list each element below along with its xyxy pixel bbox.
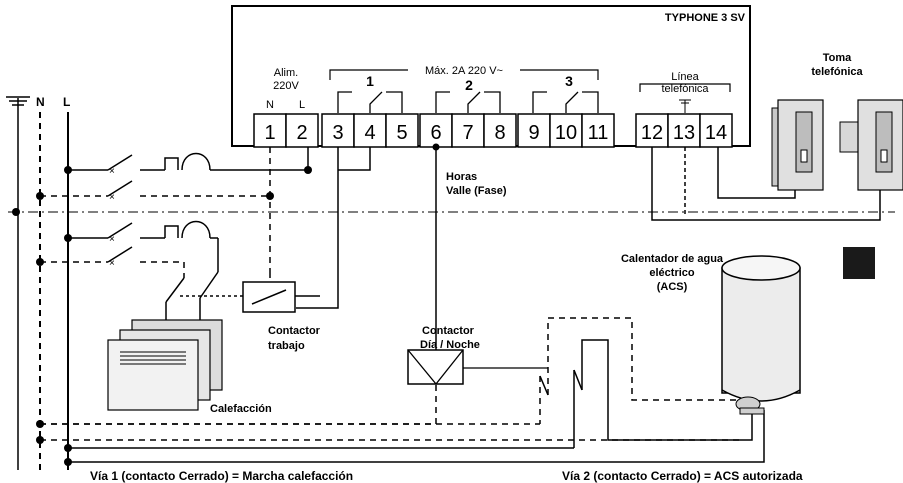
contactor-dia-diag [407, 349, 464, 386]
via2-label: Vía 2 (contacto Cerrado) = ACS autorizad… [562, 469, 803, 483]
linea-label: Línea [671, 71, 699, 83]
supply-l-label: L [63, 95, 70, 109]
terminal-label-11: 11 [588, 122, 609, 144]
alim-voltage: 220V [273, 80, 299, 92]
terminal-14 [699, 113, 733, 148]
radiator-stack [107, 319, 223, 411]
alim-n: N [266, 99, 274, 111]
breaker-lower-mark: × [109, 234, 115, 245]
terminal-label-3: 3 [332, 122, 343, 144]
breaker-lower [40, 220, 219, 278]
contactor-dia-coil [407, 349, 464, 385]
junction-dot [64, 444, 72, 452]
line-ground-icon [679, 99, 691, 113]
supply-n-label: N [36, 95, 45, 109]
contactor-dia-contacts [539, 317, 753, 448]
junction-dot [36, 436, 44, 444]
relay-3-contact [532, 91, 599, 113]
calentador-label-3: (ACS) [657, 281, 688, 293]
relay-3-number: 3 [565, 73, 573, 89]
horas-valle-2: Valle (Fase) [446, 185, 507, 197]
toma-label-2: telefónica [811, 66, 863, 78]
terminal-label-9: 9 [528, 122, 539, 144]
terminal-label-8: 8 [494, 122, 505, 144]
device-title: TYPHONE 3 SV [665, 12, 746, 24]
terminal-6 [419, 113, 453, 148]
terminal-label-6: 6 [430, 122, 441, 144]
junction-dot [12, 208, 20, 216]
max-label-bg [408, 62, 520, 76]
phone-socket-left [771, 99, 824, 191]
contactor-trabajo-label-1: Contactor [268, 325, 321, 337]
toma-label-1: Toma [823, 52, 852, 64]
junction-dot [36, 192, 44, 200]
calefaccion-label: Calefacción [210, 403, 272, 415]
terminal-label-5: 5 [396, 122, 407, 144]
max-label: Máx. 2A 220 V~ [425, 65, 503, 77]
indicator-square [843, 247, 875, 279]
junction-dot [64, 234, 72, 242]
junction-dot [36, 258, 44, 266]
terminal-label-4: 4 [364, 122, 375, 144]
terminal-10 [549, 113, 583, 148]
terminal-label-10: 10 [555, 122, 577, 144]
terminal-11 [581, 113, 615, 148]
contactor-trabajo-label-2: trabajo [268, 340, 305, 352]
calentador-label-2: eléctrico [649, 267, 695, 279]
telefonica-label: telefónica [661, 83, 709, 95]
junction-dot [36, 420, 44, 428]
relay-2-number: 2 [465, 77, 473, 93]
breaker-lower-mark-n: × [109, 258, 115, 269]
breaker-upper-mark: × [109, 166, 115, 177]
contactor-dia-label-1: Contactor [422, 325, 475, 337]
alim-l: L [299, 99, 305, 111]
contactor-trabajo-diag [251, 289, 287, 305]
relay-1-number: 1 [366, 73, 374, 89]
breaker-upper-mark-n: × [109, 192, 115, 203]
terminal-7 [451, 113, 485, 148]
terminal-8 [483, 113, 517, 148]
relay-2-contact [435, 91, 501, 113]
water-heater [721, 255, 801, 415]
contactor-trabajo-contacts [165, 271, 320, 320]
terminal-2 [285, 113, 319, 148]
terminal-4 [353, 113, 387, 148]
terminal-wiring [269, 147, 437, 350]
calentador-label-1: Calentador de agua [621, 253, 724, 265]
terminal-label-1: 1 [264, 122, 275, 144]
terminal-5 [385, 113, 419, 148]
phone-wiring [651, 147, 881, 221]
terminal-label-12: 12 [641, 122, 663, 144]
via1-label: Vía 1 (contacto Cerrado) = Marcha calefa… [90, 469, 353, 483]
horas-valle-1: Horas [446, 171, 477, 183]
junction-dot [432, 143, 440, 151]
junction-dot [64, 458, 72, 466]
terminal-label-2: 2 [296, 122, 307, 144]
alim-label: Alim. [274, 67, 298, 79]
junction-dot [64, 166, 72, 174]
ground-symbol [6, 96, 30, 470]
phone-socket-right [839, 99, 903, 191]
terminal-label-13: 13 [673, 122, 695, 144]
linea-bracket [639, 83, 731, 92]
bottom-wiring [40, 384, 765, 463]
breaker-upper [40, 152, 308, 197]
relay-1-contact [337, 91, 403, 113]
terminal-label-7: 7 [462, 122, 473, 144]
terminal-label-14: 14 [705, 122, 727, 144]
terminal-13 [667, 113, 701, 148]
contactor-dia-label-2: Día / Noche [420, 339, 480, 351]
